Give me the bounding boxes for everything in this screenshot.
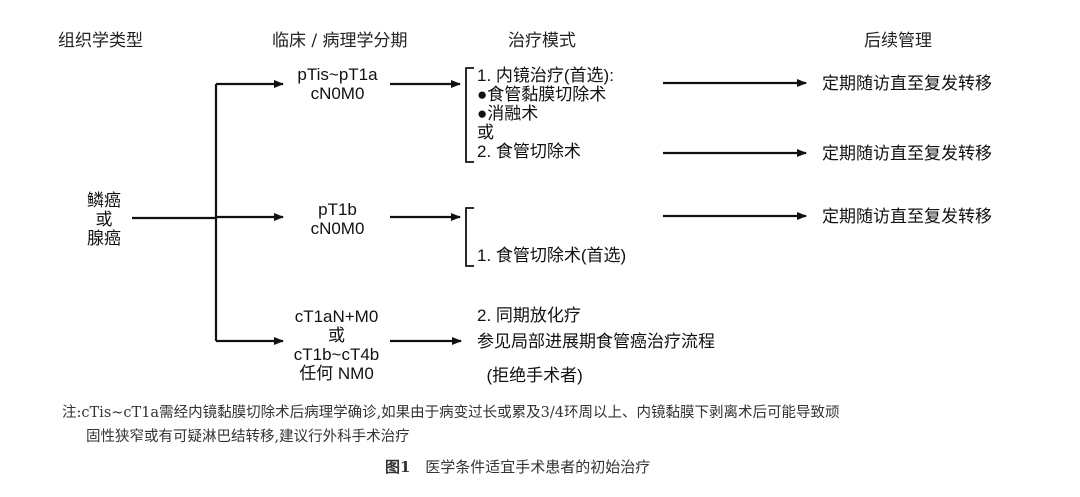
header-stage: 临床 / 病理学分期 [272, 31, 408, 51]
followup-1a: 定期随访直至复发转移 [822, 74, 992, 93]
treatment-box-2: 1. 食管切除术(首选) 2. 同期放化疗 (拒绝手术者) [477, 206, 626, 406]
treatment-1-line-3: ●消融术 [477, 104, 539, 123]
header-histology: 组织学类型 [58, 31, 143, 51]
stage-1-line-2: cN0M0 [310, 84, 365, 103]
figure-caption-label: 图1 [385, 458, 411, 476]
treatment-1-line-1: 1. 内镜治疗(首选): [477, 66, 614, 85]
footnote-line-1: 注:cTis~cT1a需经内镜黏膜切除术后病理学确诊,如果由于病变过长或累及3/… [62, 405, 840, 421]
treatment-2-line-3: (拒绝手术者) [477, 366, 583, 385]
followup-2: 定期随访直至复发转移 [822, 207, 992, 226]
treatment-1-line-2: ●食管黏膜切除术 [477, 85, 607, 104]
stage-3-line-3: cT1b~cT4b [293, 345, 380, 364]
bracket-treatment-1 [465, 67, 474, 163]
stage-box-1: pTis~pT1a cN0M0 [290, 65, 385, 103]
stage-3-line-2: 或 [328, 326, 345, 345]
histology-line-2: 或 [95, 210, 113, 229]
stage-1-line-1: pTis~pT1a [297, 65, 378, 84]
footnote-line-2: 固性狭窄或有可疑淋巴结转移,建议行外科手术治疗 [86, 429, 410, 445]
header-followup: 后续管理 [864, 31, 932, 51]
stage-2-line-2: cN0M0 [310, 219, 365, 238]
stage-box-2: pT1b cN0M0 [290, 200, 385, 238]
figure-caption: 图1 医学条件适宜手术患者的初始治疗 [385, 456, 650, 477]
stage-2-line-1: pT1b [318, 200, 357, 219]
treatment-1-line-4: 或 [477, 123, 494, 142]
histology-line-3: 腺癌 [87, 229, 121, 248]
histology-type: 鳞癌 或 腺癌 [82, 191, 126, 248]
figure-caption-text: 医学条件适宜手术患者的初始治疗 [425, 458, 651, 476]
stage-3-line-1: cT1aN+M0 [294, 307, 379, 326]
histology-line-1: 鳞癌 [87, 191, 121, 210]
header-treatment: 治疗模式 [508, 31, 576, 51]
treatment-1-line-5: 2. 食管切除术 [477, 142, 581, 161]
treatment-2-line-2: 2. 同期放化疗 [477, 306, 581, 325]
treatment-2-line-1: 1. 食管切除术(首选) [477, 246, 627, 265]
followup-1b: 定期随访直至复发转移 [822, 144, 992, 163]
stage-3-line-4: 任何 NM0 [299, 364, 374, 383]
stage-box-3: cT1aN+M0 或 cT1b~cT4b 任何 NM0 [284, 307, 389, 383]
treatment-box-3: 参见局部进展期食管癌治疗流程 [477, 332, 715, 351]
bracket-treatment-2 [465, 207, 474, 267]
treatment-box-1: 1. 内镜治疗(首选): ●食管黏膜切除术 ●消融术 或 2. 食管切除术 [477, 66, 614, 161]
